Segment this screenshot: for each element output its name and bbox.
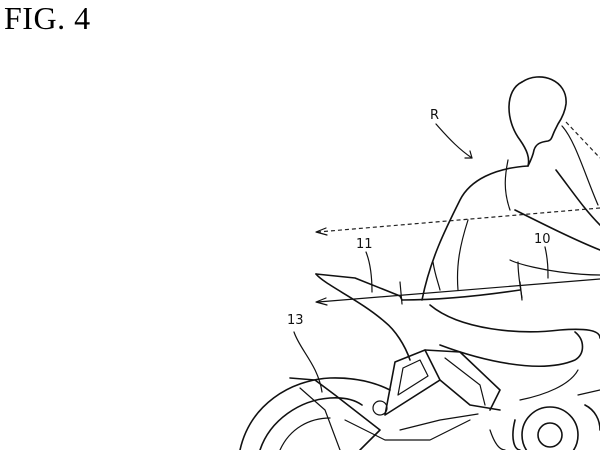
leader-line-10 (544, 246, 549, 279)
rider-figure (421, 76, 600, 401)
solid-flow-line (317, 278, 600, 303)
leader-line-13 (293, 331, 323, 393)
leader-line-11 (365, 251, 373, 293)
label-R: R (430, 108, 439, 123)
dashed-sight-line (317, 207, 600, 233)
leader-line-R (435, 123, 473, 159)
arrowhead-dashed (315, 227, 328, 236)
engine-area (489, 389, 600, 450)
dashed-line-upper-right (565, 121, 600, 159)
label-13: 13 (287, 313, 304, 328)
figure-title: FIG. 4 (4, 0, 91, 36)
front-cowl (315, 259, 600, 361)
leader-arrow-R (464, 150, 473, 159)
label-10: 10 (534, 232, 551, 247)
label-11: 11 (356, 237, 373, 252)
arrowhead-solid (315, 297, 328, 306)
fork-assembly (372, 349, 501, 416)
front-wheel (239, 377, 479, 450)
